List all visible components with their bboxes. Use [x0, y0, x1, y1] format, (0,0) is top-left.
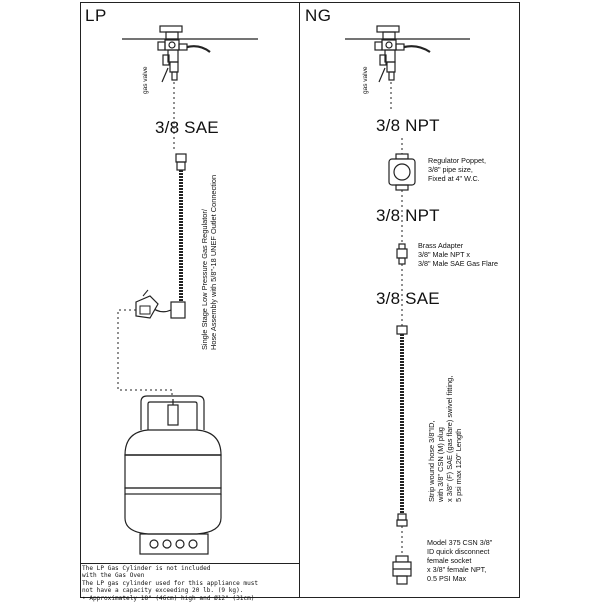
lp-gas-valve-drawing	[157, 25, 211, 83]
lp-regulator-label: Single Stage Low Pressure Gas Regulator/…	[200, 174, 218, 350]
ng-fitting-1-label: 3/8 NPT	[376, 116, 440, 135]
ng-quick-disconnect-label: Model 375 CSN 3/8" ID quick disconnect f…	[427, 538, 493, 583]
lp-panel-title: LP	[85, 6, 107, 25]
ng-quick-disconnect	[392, 555, 412, 585]
lp-notice-box	[80, 563, 299, 598]
lp-notice-text: The LP Gas Cylinder is not included with…	[82, 565, 259, 602]
lp-regulator-hose	[135, 153, 187, 319]
ng-regulator-poppet	[388, 153, 416, 191]
ng-fitting-2-label: 3/8 NPT	[376, 206, 440, 225]
lp-fitting-label: 3/8 SAE	[155, 118, 219, 137]
ng-gas-valve-drawing	[374, 25, 431, 83]
ng-regulator-poppet-label: Regulator Poppet, 3/8" pipe size, Fixed …	[428, 156, 486, 183]
lp-dashed-line-2	[117, 309, 173, 398]
ng-brass-adapter	[396, 243, 408, 265]
diagram-frame	[80, 2, 520, 598]
ng-panel-title: NG	[305, 6, 332, 25]
panel-divider	[299, 2, 300, 598]
ng-fitting-3-label: 3/8 SAE	[376, 289, 440, 308]
ng-hose-label: Strip wound hose 3/8"ID, with 3/8" CSN (…	[427, 375, 463, 502]
ng-brass-adapter-label: Brass Adapter 3/8" Male NPT x 3/8" Male …	[418, 241, 499, 268]
lp-gas-cylinder	[124, 395, 222, 555]
ng-strip-wound-hose	[396, 325, 408, 527]
lp-gas-valve-label: gas valve	[142, 66, 149, 94]
ng-gas-valve-label: gas valve	[362, 66, 369, 94]
